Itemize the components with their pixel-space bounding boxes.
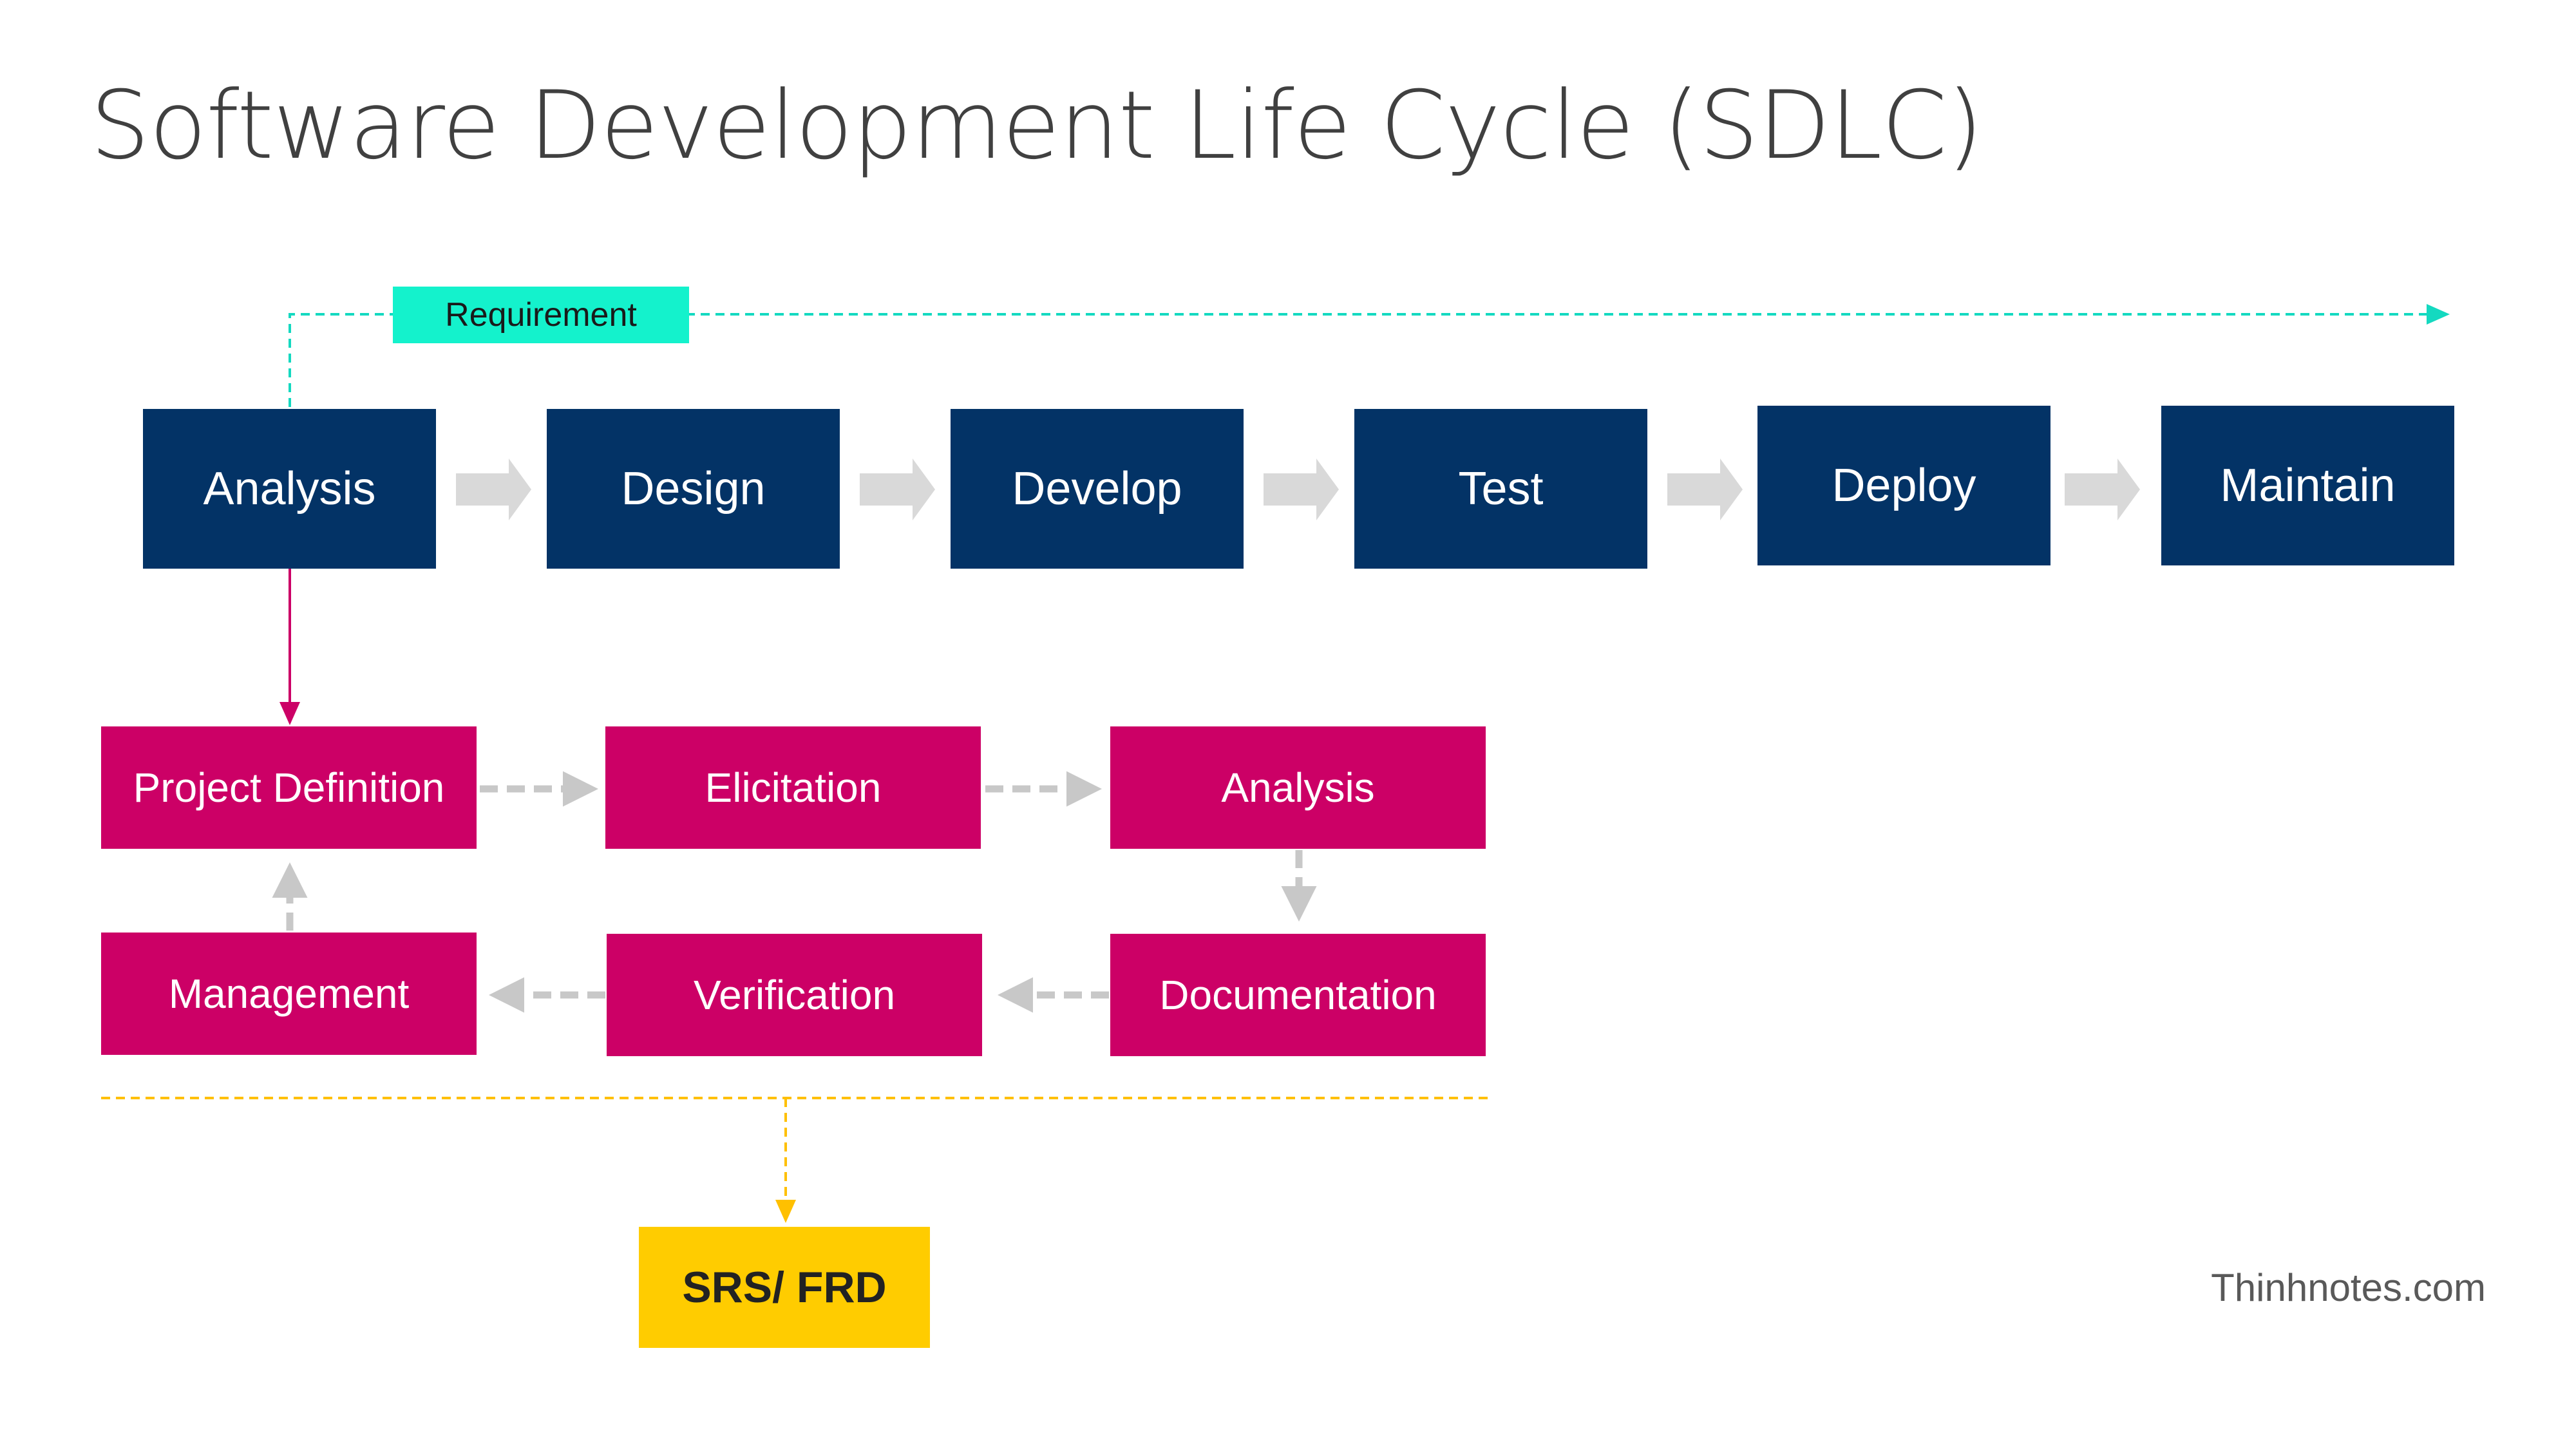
- phase-test: Test: [1354, 409, 1647, 569]
- requirement-connector: [289, 304, 2450, 407]
- output-srs-frd: SRS/ FRD: [639, 1227, 930, 1348]
- phase-arrow-3: [1264, 459, 1339, 520]
- page-title: Software Development Life Cycle (SDLC): [90, 71, 1984, 180]
- phase-arrows: [456, 459, 2140, 520]
- phase-design: Design: [547, 409, 840, 569]
- requirement-label: Requirement: [393, 287, 689, 343]
- source-credit: Thinhnotes.com: [2211, 1266, 2486, 1309]
- step-project-definition: Project Definition: [101, 726, 477, 849]
- step-documentation: Documentation: [1110, 934, 1486, 1056]
- step-analysis: Analysis: [1110, 726, 1486, 849]
- step-management: Management: [101, 933, 477, 1055]
- step-elicitation: Elicitation: [605, 726, 981, 849]
- phase-develop: Develop: [951, 409, 1244, 569]
- phase-deploy: Deploy: [1757, 406, 2050, 565]
- phase-arrow-4: [1667, 459, 1743, 520]
- phase-arrow-1: [456, 459, 531, 520]
- phase-maintain: Maintain: [2161, 406, 2454, 565]
- phase-arrow-2: [860, 459, 935, 520]
- phase-analysis: Analysis: [143, 409, 436, 569]
- step-verification: Verification: [607, 934, 982, 1056]
- phase-arrow-5: [2065, 459, 2140, 520]
- cycle-arrows: [272, 771, 1317, 1013]
